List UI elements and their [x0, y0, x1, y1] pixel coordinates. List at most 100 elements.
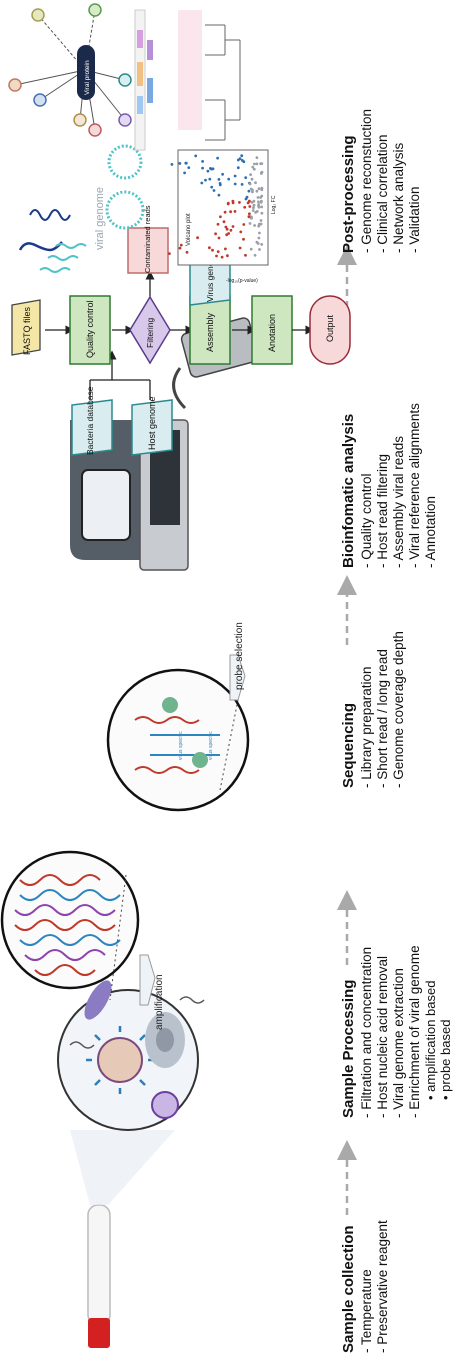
- network-nodes: [8, 3, 132, 137]
- quality-control-box: [69, 295, 111, 365]
- volcano-point: [222, 220, 226, 224]
- volcano-point: [260, 170, 264, 174]
- volcano-point: [255, 156, 259, 160]
- volcano-point: [249, 247, 253, 251]
- probe-bead-icon: [162, 697, 178, 713]
- circular-genome-icon: [105, 190, 145, 230]
- volcano-point: [210, 185, 214, 189]
- volcano-point: [226, 202, 230, 206]
- contaminated-reads-box: [127, 227, 169, 274]
- stage-subitem: • amplification based: [423, 980, 438, 1100]
- network-node: [8, 78, 22, 92]
- volcano-point: [204, 178, 207, 182]
- stage-item: - Viral genome extraction: [391, 968, 406, 1118]
- network-node: [33, 93, 47, 107]
- volcano-point: [260, 188, 264, 192]
- volcano-point: [257, 204, 260, 208]
- volcano-point: [227, 232, 231, 235]
- stage-item: - Enrichment of viral genome: [407, 945, 422, 1118]
- sample-collection-illustration: [57, 980, 205, 1348]
- fastq-files-label: FASTQ files: [22, 306, 32, 355]
- stage-item: - Viral reference alignments: [407, 403, 422, 568]
- volcano-point: [201, 160, 205, 163]
- viral-protein-node: [77, 45, 95, 100]
- volcano-point: [244, 176, 248, 180]
- network-node: [73, 113, 87, 127]
- volcano-point: [224, 225, 228, 229]
- phage-icon: [151, 1091, 179, 1119]
- volcano-point: [233, 210, 237, 213]
- volcano-point: [245, 195, 249, 199]
- volcano-point: [247, 189, 251, 193]
- stage-item: - Clinical correlation: [375, 134, 390, 253]
- volcano-point: [260, 205, 264, 209]
- volcano-point: [248, 205, 252, 208]
- volcano-point: [178, 162, 182, 165]
- volcano-point: [255, 162, 259, 166]
- virus-specific-label: virus specific: [178, 731, 184, 760]
- volcano-point: [217, 236, 221, 240]
- stage-post-processing: Post-processing - Genome reconstuction -…: [340, 13, 423, 253]
- volcano-point: [240, 159, 244, 162]
- amplification-label: amplification: [154, 974, 165, 1030]
- virus-specific-label-2: virus specific: [208, 731, 214, 760]
- volcano-point: [239, 230, 243, 234]
- volcano-point: [224, 247, 227, 251]
- volcano-point: [243, 205, 247, 209]
- volcano-point: [257, 236, 261, 240]
- volcano-point: [249, 173, 253, 177]
- volcano-point: [253, 162, 256, 166]
- volcano-point: [225, 227, 229, 231]
- volcano-point: [253, 253, 257, 257]
- volcano-point: [211, 248, 214, 252]
- filtering-label: Filtering: [145, 317, 155, 348]
- annotation-label: Anotation: [267, 314, 277, 352]
- volcano-point: [200, 181, 204, 185]
- volcano-point: [259, 219, 263, 222]
- stage-sample-collection: Sample collection - Temperature - Preser…: [340, 1093, 391, 1353]
- volcano-point: [236, 166, 240, 170]
- volcano-point: [214, 232, 218, 236]
- volcano-point: [229, 228, 233, 232]
- volcano-point: [238, 201, 241, 204]
- assembly-label: Assembly: [205, 312, 215, 352]
- volcano-point: [240, 183, 244, 186]
- volcano-point: [223, 210, 227, 214]
- volcano-point: [251, 165, 255, 169]
- volcano-point: [257, 224, 261, 228]
- contaminated-reads-label: Contaminated reads: [143, 205, 152, 273]
- stage-item: - Filtration and concentration: [359, 946, 374, 1118]
- volcano-point: [194, 154, 198, 158]
- virus-genome-label: Virus genome: [205, 249, 215, 302]
- volcano-point: [216, 156, 220, 160]
- volcano-point: [229, 210, 233, 214]
- volcano-point: [248, 212, 251, 216]
- volcano-point: [255, 189, 259, 193]
- phylogenetic-tree: [178, 10, 241, 141]
- volcano-point: [240, 154, 244, 158]
- volcano-point: [251, 188, 254, 192]
- volcano-point: [251, 209, 255, 212]
- network-node: [88, 3, 102, 17]
- host-genome-label: Host genome: [147, 396, 157, 450]
- volcano-point: [231, 225, 235, 228]
- stage-item: - Annotation: [423, 495, 438, 568]
- viral-protein-label: Viral protein: [84, 60, 91, 95]
- bacteria-db-label: Bacteria database: [85, 386, 95, 455]
- volcano-point: [248, 222, 252, 225]
- stage-item: - Network analysis: [391, 142, 406, 253]
- volcano-point: [259, 162, 263, 166]
- volcano-point: [242, 223, 246, 226]
- network-node: [118, 113, 132, 127]
- volcano-point: [260, 194, 264, 198]
- volcano-point: [258, 231, 261, 235]
- volcano-point: [255, 210, 259, 213]
- stage-item: - Host read filtering: [375, 453, 390, 568]
- stage-item: - Validation: [407, 186, 422, 253]
- volcano-ylabel: -log₁₀(p-value): [226, 278, 258, 284]
- volcano-point: [184, 161, 188, 165]
- volcano-point: [260, 243, 264, 246]
- volcano-point: [244, 253, 247, 257]
- volcano-point: [206, 169, 210, 173]
- volcano-point: [217, 193, 221, 197]
